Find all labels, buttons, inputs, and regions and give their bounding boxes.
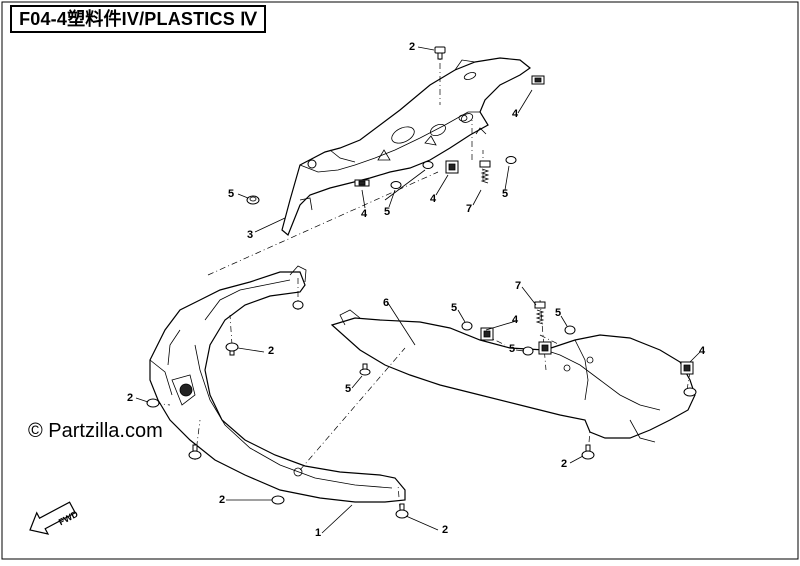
callout-2-bottom-left[interactable]: 2 <box>219 494 226 506</box>
callout-5-mid-b[interactable]: 5 <box>509 343 516 355</box>
diagram-title-box: F04-4塑料件IV/PLASTICS Ⅳ <box>10 5 266 33</box>
callout-4-upper-mid[interactable]: 4 <box>361 208 368 220</box>
callout-7-upper[interactable]: 7 <box>466 203 473 215</box>
callout-5-mid-a[interactable]: 5 <box>451 302 458 314</box>
callout-2-lower-right[interactable]: 2 <box>561 458 568 470</box>
callout-5-lower-left[interactable]: 5 <box>345 383 352 395</box>
callout-3[interactable]: 3 <box>247 229 254 241</box>
callout-2-mid-left[interactable]: 2 <box>268 345 275 357</box>
callout-4-mid[interactable]: 4 <box>512 314 519 326</box>
callout-4-topright[interactable]: 4 <box>512 108 519 120</box>
callout-4-upper-mid2[interactable]: 4 <box>430 193 437 205</box>
callout-5-upper-right[interactable]: 5 <box>502 188 509 200</box>
callout-2-top[interactable]: 2 <box>409 41 416 53</box>
diagram-title: F04-4塑料件IV/PLASTICS Ⅳ <box>19 9 257 29</box>
part-1-front-fairing <box>149 265 406 503</box>
callout-2-left[interactable]: 2 <box>127 392 134 404</box>
callout-2-bottom[interactable]: 2 <box>442 524 449 536</box>
callout-5-mid-c[interactable]: 5 <box>555 307 562 319</box>
fwd-arrow-icon <box>29 501 77 535</box>
callout-6[interactable]: 6 <box>383 297 390 309</box>
callout-leaders <box>135 46 701 534</box>
partzilla-watermark: © Partzilla.com <box>28 420 163 442</box>
fasteners <box>146 46 697 519</box>
callout-5-upper-left[interactable]: 5 <box>228 188 235 200</box>
part-6-side-cover <box>330 309 696 443</box>
part-3-upper-cowl <box>281 57 532 236</box>
callout-4-right[interactable]: 4 <box>699 345 706 357</box>
callout-7-mid[interactable]: 7 <box>515 280 522 292</box>
callout-5-upper-mid[interactable]: 5 <box>384 206 391 218</box>
callout-1[interactable]: 1 <box>315 527 322 539</box>
